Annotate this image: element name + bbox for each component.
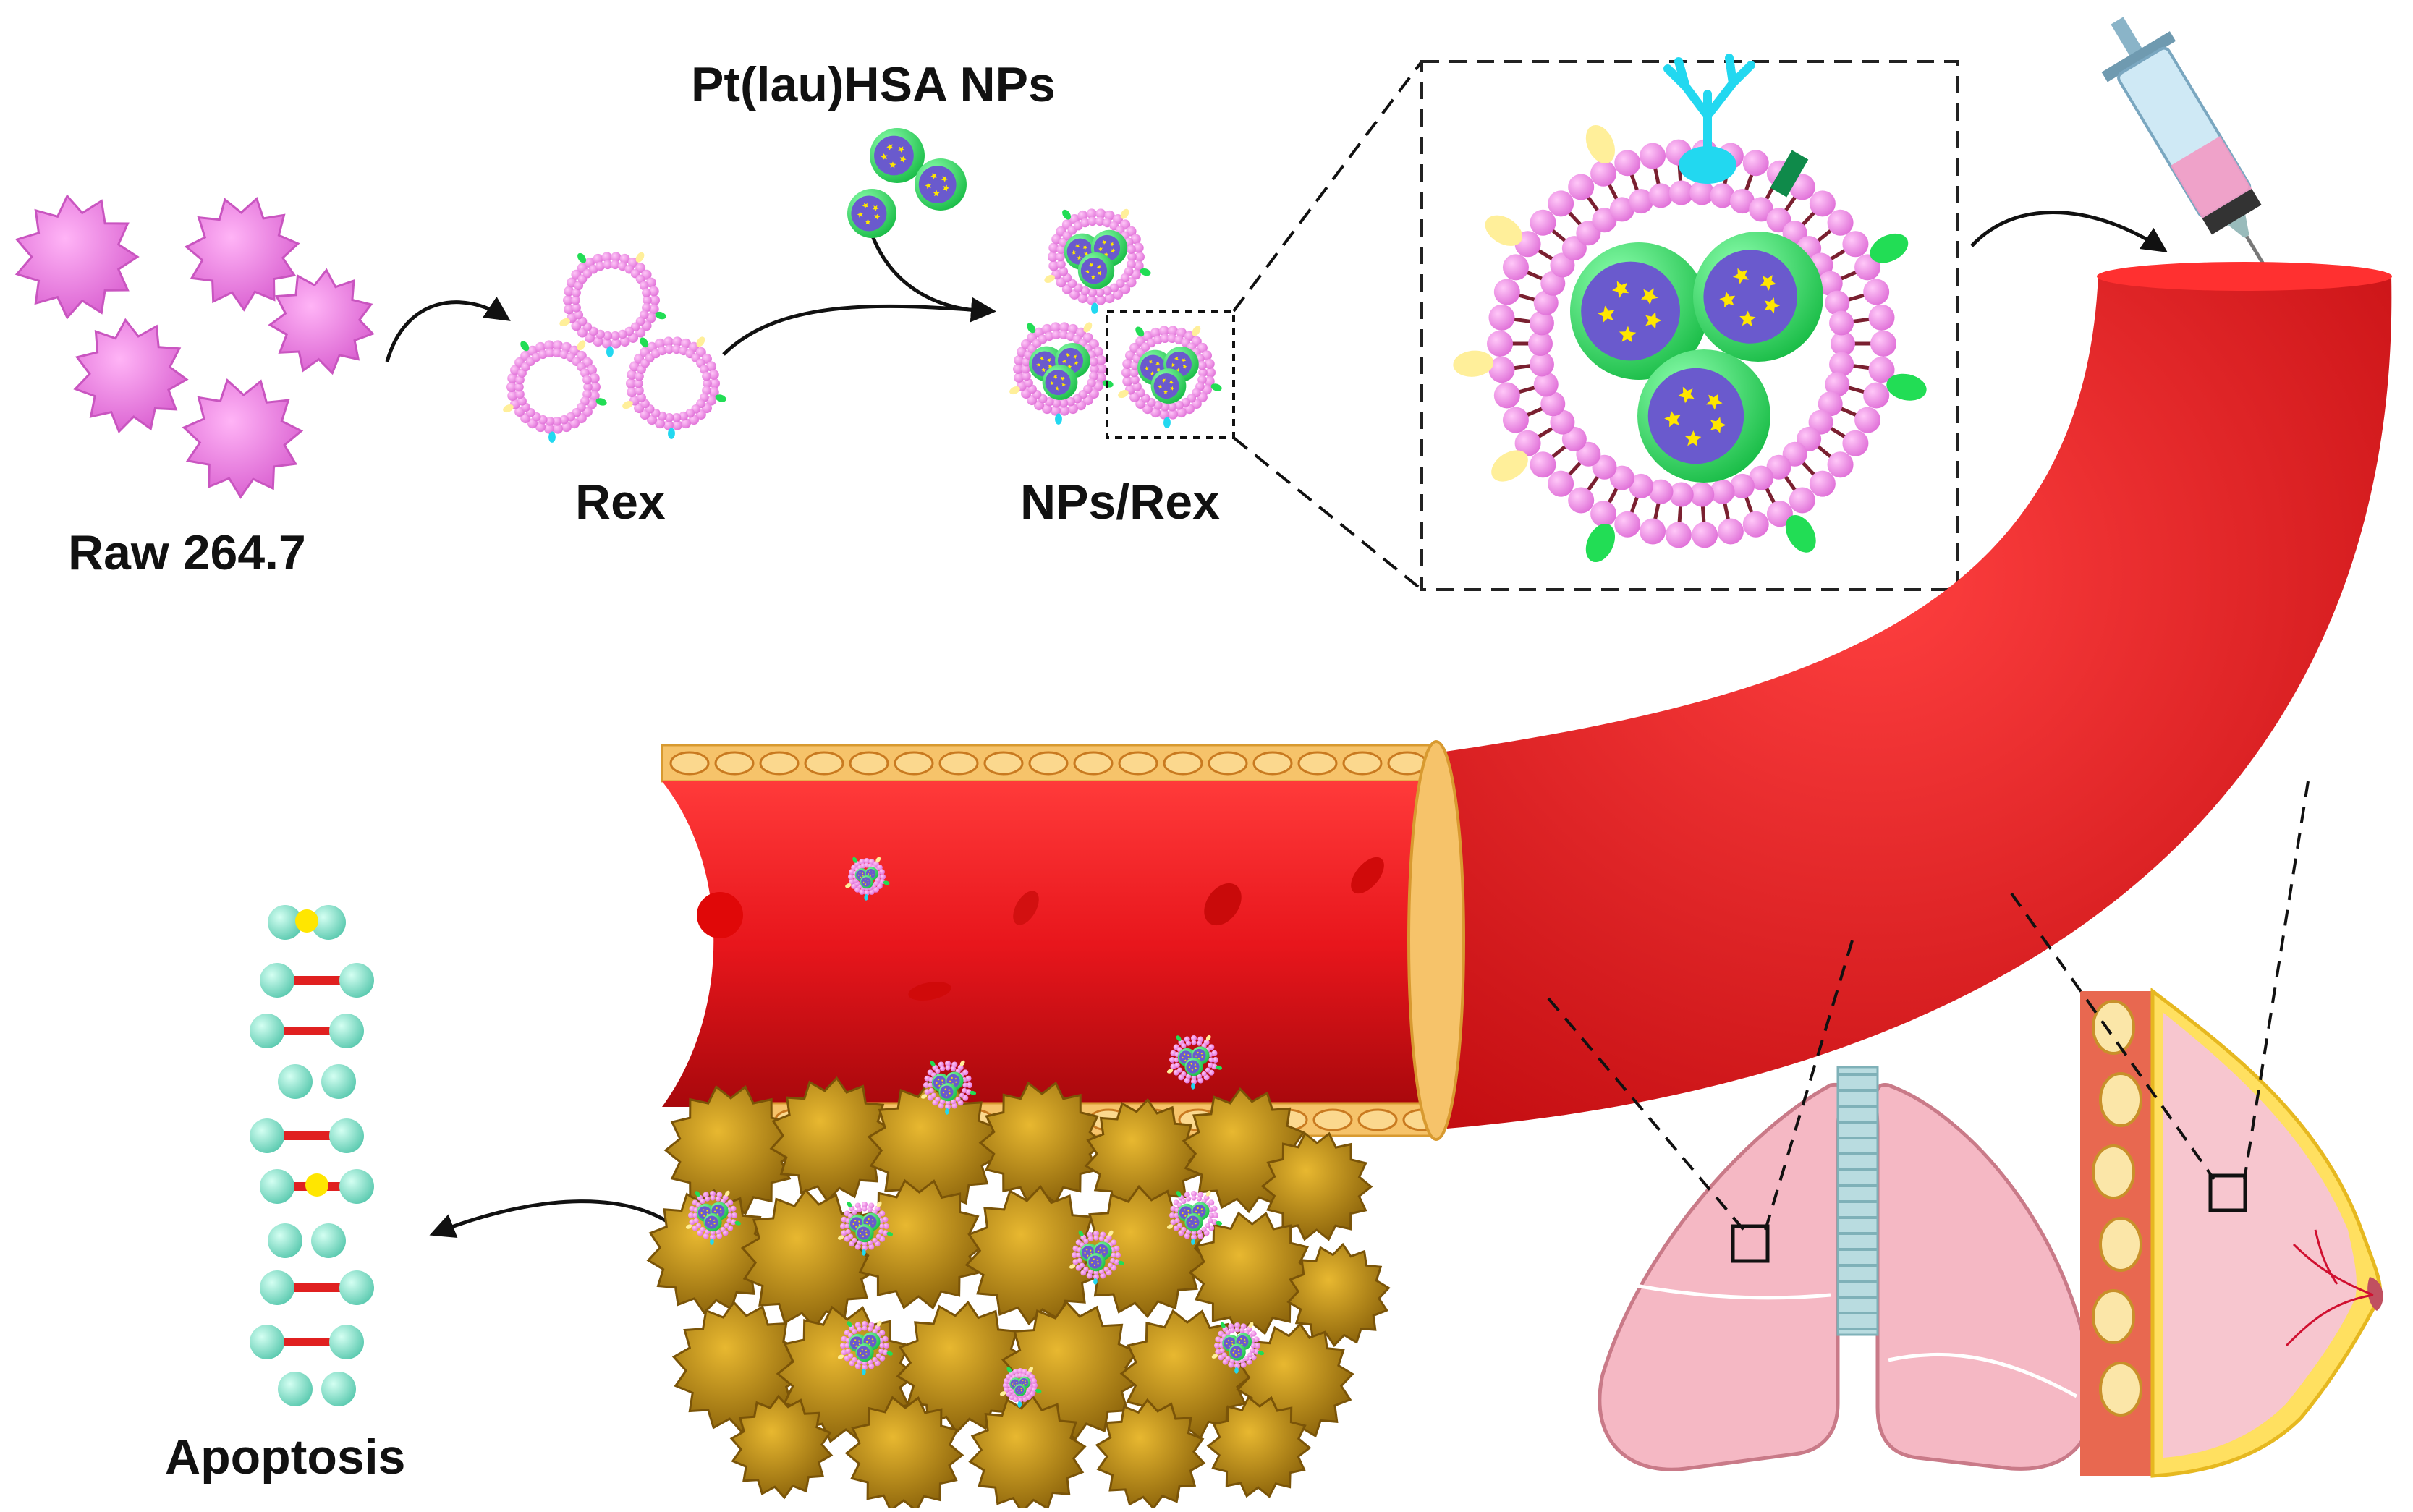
vessel-wall-cells-top: [669, 751, 1428, 776]
exosome-icon: [685, 1190, 742, 1245]
exosome-icon: [1069, 1230, 1125, 1285]
np-rex-group: [1009, 208, 1222, 428]
lung-fissure: [1609, 1278, 1831, 1300]
exosome-icon: [503, 340, 607, 443]
red-blood-cell: [908, 982, 951, 1001]
lung-lesion-box: [1731, 1224, 1770, 1263]
arrow-macrophage-to-rex: [385, 296, 511, 362]
tumor-cell: [729, 1394, 834, 1500]
macrophage-icon: [73, 318, 189, 434]
tumor-cell: [1260, 1131, 1373, 1241]
nanoparticle-icon: [1014, 1384, 1027, 1396]
nanoparticle-group: [847, 128, 967, 238]
red-blood-cell-group: [697, 857, 1384, 1001]
exosome-icon: [837, 1201, 894, 1256]
arrow-zoom-to-syringe: [1970, 211, 2168, 252]
macrophage-icon: [268, 268, 375, 375]
red-blood-cell: [1013, 891, 1039, 925]
tumor-cell: [1286, 1242, 1391, 1348]
dna-icon: [250, 905, 374, 1406]
lungs-icon: [1598, 1066, 2095, 1471]
nanoparticle-icon: [1637, 349, 1770, 483]
nanoparticle-icon: [1150, 368, 1187, 404]
breast-glandular-tissue: [2163, 1013, 2357, 1458]
nanoparticle-icon: [855, 1343, 874, 1362]
red-blood-cell: [1204, 883, 1242, 926]
nanoparticle-icon: [915, 158, 967, 211]
tumor-cell: [978, 1081, 1106, 1205]
trachea-rings: [1838, 1073, 1878, 1330]
tumor-cell: [1095, 1398, 1206, 1511]
lung-fissure: [1888, 1352, 2078, 1398]
exosome-icon: [1009, 322, 1114, 425]
tumor-cell-cluster: [646, 1076, 1391, 1512]
zoom-line-top: [1232, 60, 1423, 313]
arrow-rex-to-npsrex: [722, 297, 996, 356]
rex-label: Rex: [575, 475, 666, 530]
exosome-icon: [845, 857, 890, 901]
arrow-tumor-to-apoptosis: [429, 1199, 689, 1239]
nipple: [2367, 1277, 2383, 1311]
vessel-top-opening: [2097, 262, 2392, 291]
exosome-icon: [1118, 326, 1222, 428]
nanoparticle-icon: [1184, 1058, 1203, 1076]
red-blood-cell: [1351, 857, 1384, 894]
np-rex-label: NPs/Rex: [1020, 475, 1220, 530]
exosome-icon: [622, 336, 726, 439]
macrophage-icon: [182, 378, 304, 499]
macrophage-group: [14, 194, 375, 499]
tumor-cell: [769, 1076, 895, 1203]
nanoparticle-icon: [1077, 252, 1115, 289]
exosome-icon: [1166, 1190, 1223, 1245]
vessel-cross-section-ring: [1407, 740, 1465, 1141]
tumor-cell: [646, 1188, 772, 1315]
nanoparticle-icon: [1570, 242, 1708, 380]
macrophage-icon: [184, 196, 300, 312]
zoom-line-bottom: [1232, 436, 1423, 591]
nanoparticle-icon: [1042, 365, 1078, 400]
nanoparticles-label: Pt(lau)HSA NPs: [691, 57, 1056, 112]
circulating-np-rex-group: [685, 857, 1265, 1408]
zoom-box: [1420, 60, 1959, 591]
tumor-cell: [968, 1394, 1087, 1512]
macrophage-icon: [14, 194, 140, 320]
selection-box: [1106, 310, 1235, 439]
apoptosis-label: Apoptosis: [165, 1430, 406, 1485]
nanoparticle-icon: [1693, 232, 1823, 362]
exosome-icon: [1166, 1035, 1223, 1090]
vessel-lumen: [662, 781, 1436, 1107]
callout-line: [2010, 892, 2215, 1181]
nanoparticle-icon: [1184, 1213, 1203, 1232]
nanoparticle-icon: [860, 875, 874, 889]
exosome-icon: [837, 1320, 894, 1375]
exosome-icon: [999, 1367, 1042, 1408]
lymph-nodes: [2092, 1000, 2374, 1417]
left-lung: [1598, 1082, 1844, 1471]
breast-lesion-box: [2208, 1173, 2247, 1212]
exosome-icon: [1044, 208, 1151, 314]
nanoparticle-icon: [1087, 1253, 1106, 1272]
tumor-cell: [844, 1396, 964, 1512]
curved-blood-vessel: [1440, 275, 2392, 1129]
breast-tissue-icon: [2080, 987, 2383, 1478]
callout-line: [2243, 781, 2310, 1180]
tumor-cell: [1206, 1396, 1312, 1498]
nanoparticle-icon: [855, 1224, 874, 1243]
zoomed-np-rex: [1453, 54, 1927, 563]
exosome-icon: [1211, 1322, 1265, 1374]
nanoparticle-icon: [870, 128, 925, 183]
exosome-icon: [559, 252, 666, 357]
nanoparticle-icon: [847, 189, 896, 238]
raw-264-label: Raw 264.7: [68, 525, 306, 580]
nanoparticle-icon: [703, 1213, 722, 1232]
exosome-icon: [920, 1060, 977, 1115]
nanoparticle-icon: [1229, 1343, 1246, 1361]
right-lung: [1874, 1083, 2095, 1471]
tumor-cell: [663, 1084, 798, 1216]
red-blood-cell: [697, 892, 743, 938]
nanoparticle-icon: [938, 1083, 957, 1102]
rex-exosome-group: [503, 252, 726, 443]
